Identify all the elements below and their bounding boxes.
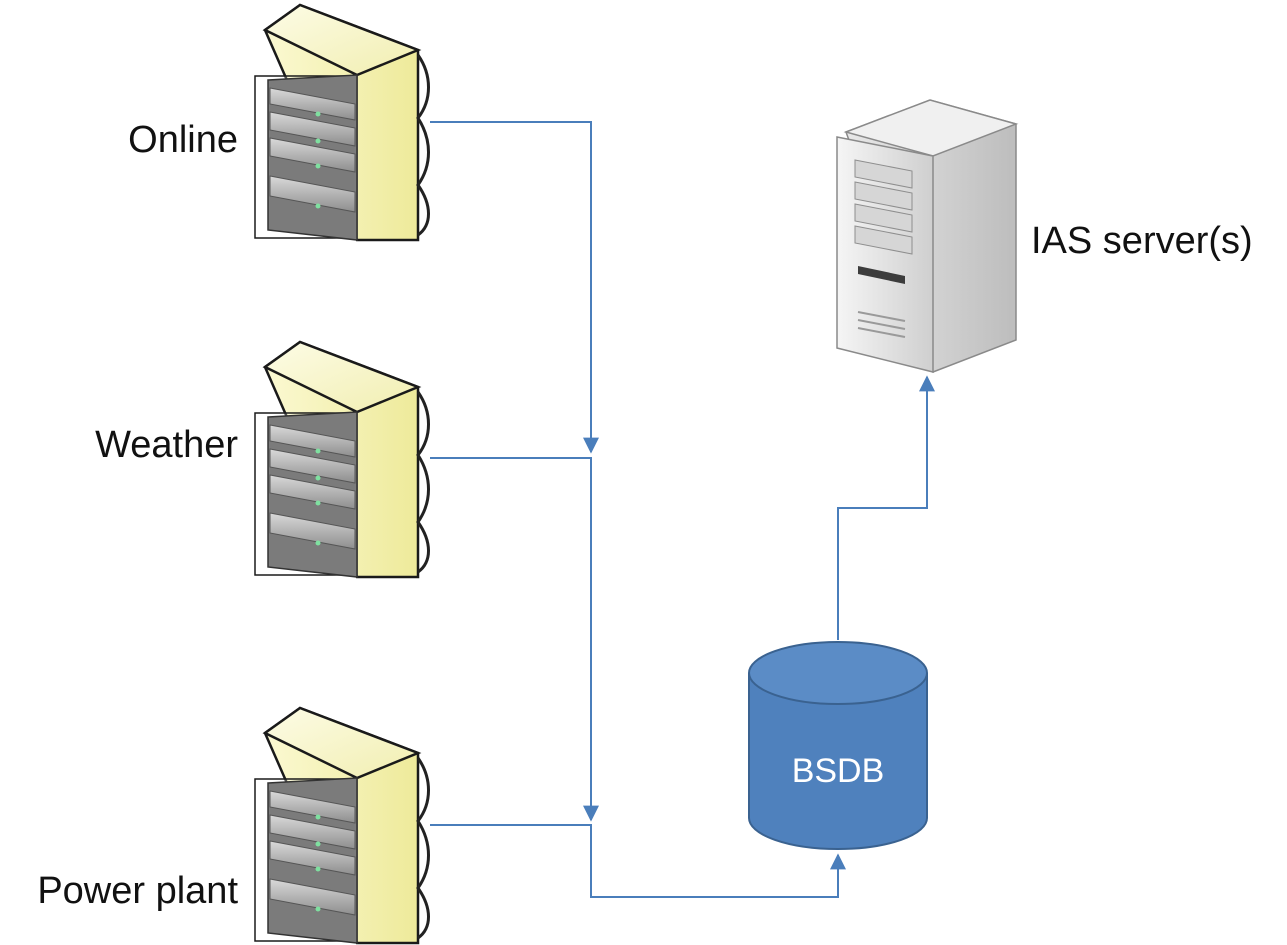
connector-weather <box>430 457 599 822</box>
source-power-plant: Power plant <box>37 706 430 945</box>
connector-bsdb-to-server <box>837 375 935 640</box>
tower-server-icon <box>836 99 1019 373</box>
source-weather: Weather <box>95 340 430 579</box>
source-label-power-plant: Power plant <box>37 870 238 912</box>
server-rack-icon <box>254 706 430 945</box>
connectors <box>430 121 935 898</box>
server-label: IAS server(s) <box>1031 220 1253 262</box>
ias-server: IAS server(s) <box>836 99 1253 373</box>
server-rack-icon <box>254 340 430 579</box>
database-cylinder-icon <box>748 641 928 850</box>
database-bsdb: BSDB <box>748 641 928 850</box>
source-label-online: Online <box>128 119 238 161</box>
connector-power-plant <box>430 824 846 898</box>
database-label: BSDB <box>792 752 885 790</box>
connector-online <box>430 121 599 454</box>
source-online: Online <box>128 3 430 242</box>
server-rack-icon <box>254 3 430 242</box>
source-label-weather: Weather <box>95 424 238 466</box>
